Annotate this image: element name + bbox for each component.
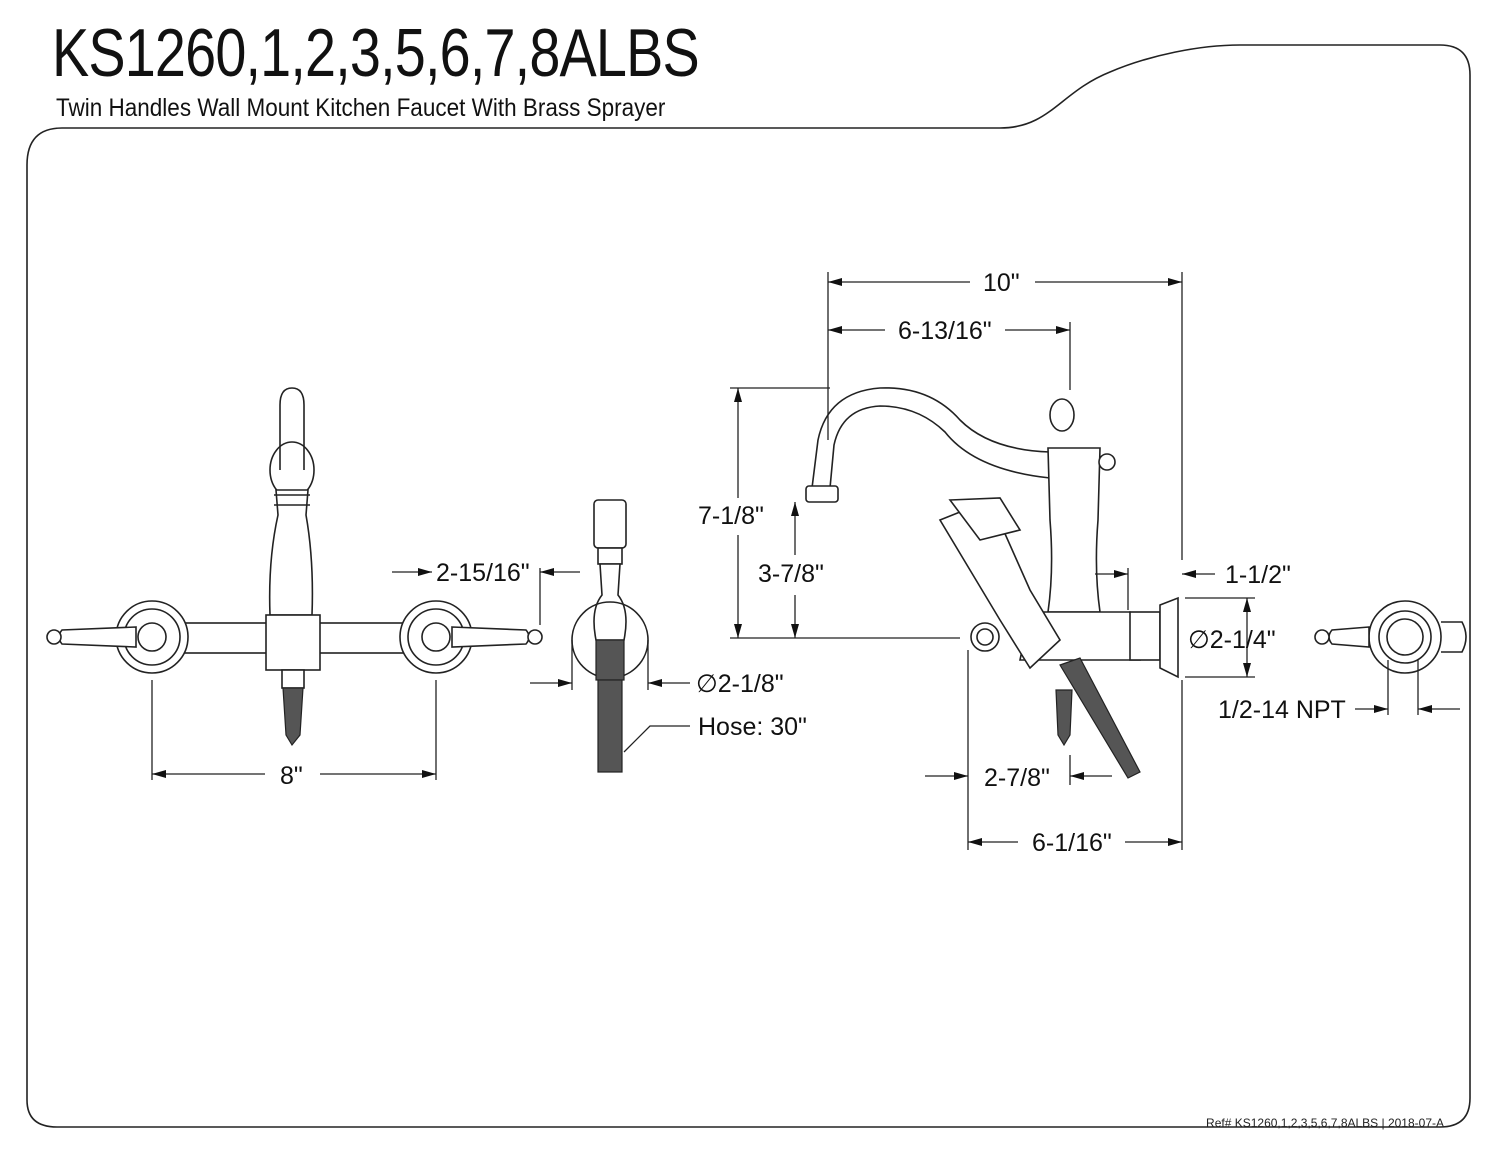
dim-sprayer-base-diameter: ∅2-1/8" (696, 670, 784, 698)
drawing-frame (26, 44, 1471, 1128)
dim-spout-reach-total: 10" (983, 269, 1020, 297)
faucet-end-view (1314, 600, 1467, 674)
model-title: KS1260,1,2,3,5,6,7,8ALBS (52, 15, 700, 91)
dim-sprayer-width: 2-15/16" (436, 559, 530, 587)
faucet-front-view (46, 387, 543, 747)
dim-spout-reach: 6-13/16" (898, 317, 992, 345)
dim-center-spacing: 8" (280, 762, 303, 790)
dim-spout-clearance: 3-7/8" (758, 560, 824, 588)
dim-inlet-thread: 1/2-14 NPT (1218, 696, 1346, 724)
dim-hose-length: Hose: 30" (698, 713, 807, 741)
dim-depth-total: 6-1/16" (1032, 829, 1112, 857)
dim-sprayer-offset: 2-7/8" (984, 764, 1050, 792)
product-subtitle: Twin Handles Wall Mount Kitchen Faucet W… (56, 94, 666, 122)
sprayer-view (571, 499, 649, 773)
dim-height-total: 7-1/8" (698, 502, 764, 530)
dim-flange-diameter: ∅2-1/4" (1188, 626, 1276, 654)
dimension-lines (151, 272, 1460, 850)
faucet-side-view (805, 387, 1179, 779)
dim-wall-offset: 1-1/2" (1225, 561, 1291, 589)
